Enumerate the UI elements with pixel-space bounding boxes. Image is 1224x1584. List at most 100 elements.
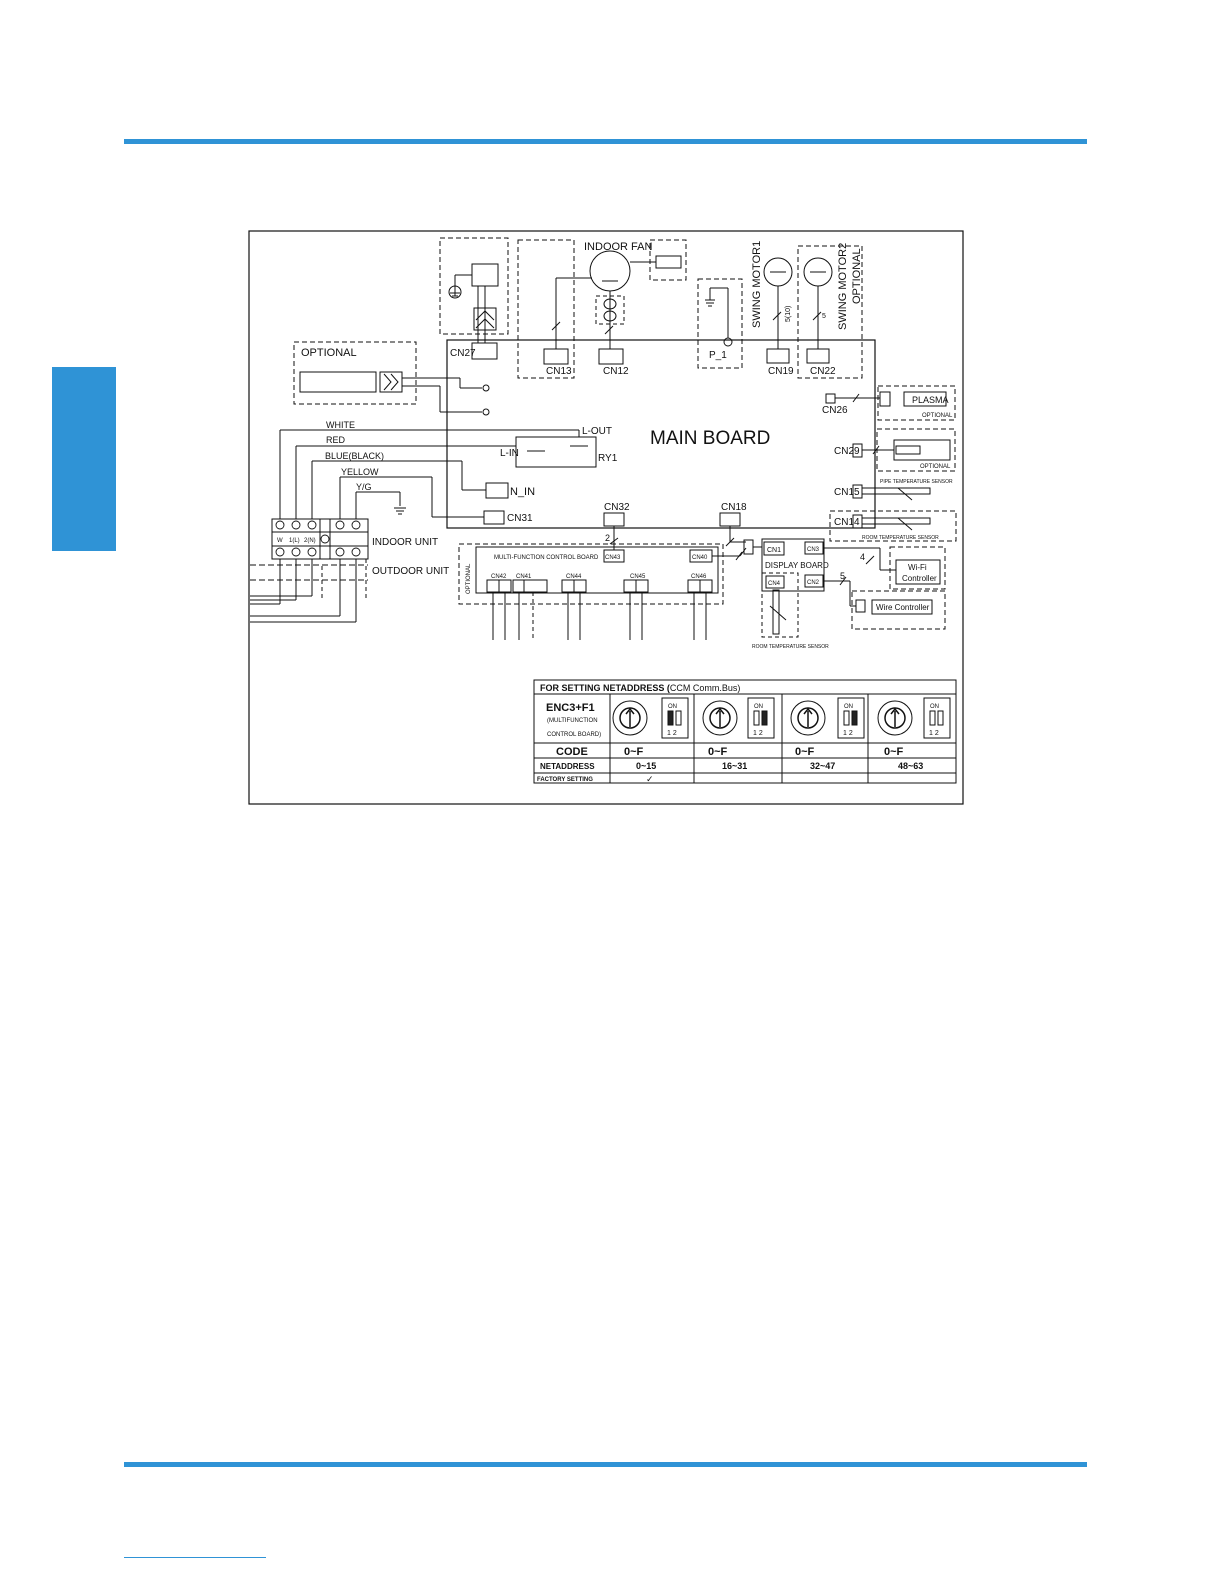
svg-text:INDOOR UNIT: INDOOR UNIT xyxy=(372,537,438,548)
svg-text:ROOM TEMPERATURE SENSOR: ROOM TEMPERATURE SENSOR xyxy=(862,535,939,541)
svg-text:L-IN: L-IN xyxy=(500,448,519,459)
svg-text:OUTDOOR UNIT: OUTDOOR UNIT xyxy=(372,566,449,577)
svg-text:Wire Controller: Wire Controller xyxy=(876,603,930,612)
svg-text:SWING MOTOR2: SWING MOTOR2 xyxy=(837,243,849,330)
svg-text:CN26: CN26 xyxy=(822,405,848,416)
svg-text:✓: ✓ xyxy=(646,774,654,784)
svg-text:0~F: 0~F xyxy=(795,746,815,758)
svg-text:CN43: CN43 xyxy=(605,555,621,561)
svg-text:5: 5 xyxy=(822,313,826,320)
display-board xyxy=(761,538,825,592)
svg-text:2(N): 2(N) xyxy=(304,538,316,544)
dial-3 xyxy=(790,700,826,736)
svg-text:Controller: Controller xyxy=(902,574,937,583)
svg-text:BLUE(BLACK): BLUE(BLACK) xyxy=(325,451,384,461)
svg-text:0~15: 0~15 xyxy=(636,761,656,771)
svg-text:5(10): 5(10) xyxy=(785,306,792,322)
svg-text:SWING MOTOR1: SWING MOTOR1 xyxy=(751,241,763,328)
svg-text:CN32: CN32 xyxy=(604,502,630,513)
svg-text:CN31: CN31 xyxy=(507,513,533,524)
svg-text:MULTI-FUNCTION CONTROL BOARD: MULTI-FUNCTION CONTROL BOARD xyxy=(494,555,599,561)
svg-text:16~31: 16~31 xyxy=(722,761,747,771)
svg-text:WHITE: WHITE xyxy=(326,420,355,430)
svg-text:CN42: CN42 xyxy=(491,574,507,580)
svg-text:CN4: CN4 xyxy=(768,581,781,587)
svg-text:32~47: 32~47 xyxy=(810,761,835,771)
svg-text:FOR SETTING NETADDRESS (CCM Co: FOR SETTING NETADDRESS (CCM Comm.Bus) xyxy=(540,683,740,693)
svg-text:CN29: CN29 xyxy=(834,446,860,457)
svg-text:CN41: CN41 xyxy=(516,574,532,580)
svg-text:OPTIONAL: OPTIONAL xyxy=(851,248,863,304)
svg-text:CN2: CN2 xyxy=(807,580,820,586)
diagram-frame xyxy=(248,230,964,805)
svg-text:CN1: CN1 xyxy=(767,547,781,554)
netaddress-table xyxy=(533,679,957,784)
svg-text:CN13: CN13 xyxy=(546,366,572,377)
svg-text:CN14: CN14 xyxy=(834,517,860,528)
top-rule xyxy=(124,139,1087,144)
svg-text:YELLOW: YELLOW xyxy=(341,467,379,477)
indoor-fan-icon xyxy=(589,250,631,292)
svg-text:CN12: CN12 xyxy=(603,366,629,377)
svg-text:OPTIONAL: OPTIONAL xyxy=(922,413,953,419)
svg-text:CN46: CN46 xyxy=(691,574,707,580)
svg-text:CN45: CN45 xyxy=(630,574,646,580)
svg-text:ENC3+F1: ENC3+F1 xyxy=(546,702,595,714)
svg-text:L-OUT: L-OUT xyxy=(582,426,612,437)
section-tab[interactable] xyxy=(52,367,116,551)
svg-text:0~F: 0~F xyxy=(884,746,904,758)
svg-text:W: W xyxy=(277,538,283,544)
svg-text:1 2: 1 2 xyxy=(929,730,939,737)
svg-text:OPTIONAL: OPTIONAL xyxy=(920,464,951,470)
svg-text:DISPLAY BOARD: DISPLAY BOARD xyxy=(765,561,829,570)
svg-text:INDOOR FAN: INDOOR FAN xyxy=(584,241,653,253)
svg-text:Wi-Fi: Wi-Fi xyxy=(908,563,927,572)
svg-text:ROOM TEMPERATURE SENSOR: ROOM TEMPERATURE SENSOR xyxy=(752,644,829,650)
multi-function-control-board xyxy=(475,546,719,594)
svg-text:N_IN: N_IN xyxy=(510,486,535,498)
svg-text:1(L): 1(L) xyxy=(289,538,300,544)
svg-text:CN18: CN18 xyxy=(721,502,747,513)
svg-text:CODE: CODE xyxy=(556,746,588,758)
cn27-group xyxy=(439,237,509,335)
svg-text:0~F: 0~F xyxy=(708,746,728,758)
svg-text:OPTIONAL: OPTIONAL xyxy=(466,563,472,594)
bottom-rule xyxy=(124,1462,1087,1467)
svg-text:PIPE TEMPERATURE SENSOR: PIPE TEMPERATURE SENSOR xyxy=(880,479,953,485)
svg-text:PLASMA: PLASMA xyxy=(912,395,949,405)
svg-text:ON: ON xyxy=(930,704,939,710)
svg-text:P_1: P_1 xyxy=(709,350,727,361)
svg-text:2: 2 xyxy=(605,533,610,543)
ground-icon xyxy=(448,285,462,299)
svg-text:CN15: CN15 xyxy=(834,487,860,498)
svg-text:CN22: CN22 xyxy=(810,366,836,377)
svg-text:(MULTIFUNCTION: (MULTIFUNCTION xyxy=(547,718,598,724)
svg-text:5: 5 xyxy=(840,571,845,581)
svg-text:ON: ON xyxy=(844,704,853,710)
svg-text:1 2: 1 2 xyxy=(667,730,677,737)
svg-text:RY1: RY1 xyxy=(598,453,618,464)
svg-text:FACTORY SETTING: FACTORY SETTING xyxy=(537,777,593,783)
svg-text:48~63: 48~63 xyxy=(898,761,923,771)
svg-text:CN19: CN19 xyxy=(768,366,794,377)
svg-text:CN40: CN40 xyxy=(692,555,708,561)
dial-2 xyxy=(702,700,738,736)
svg-text:CONTROL BOARD): CONTROL BOARD) xyxy=(547,732,601,738)
svg-text:OPTIONAL: OPTIONAL xyxy=(301,347,357,359)
svg-text:NETADDRESS: NETADDRESS xyxy=(540,762,595,771)
svg-text:ON: ON xyxy=(668,704,677,710)
dial-4 xyxy=(877,700,913,736)
footer-line xyxy=(124,1557,266,1558)
main-board-label: MAIN BOARD xyxy=(650,428,770,449)
dial-1 xyxy=(612,700,648,736)
svg-text:RED: RED xyxy=(326,435,346,445)
svg-text:1 2: 1 2 xyxy=(843,730,853,737)
svg-text:CN44: CN44 xyxy=(566,574,582,580)
svg-text:4: 4 xyxy=(860,552,865,562)
main-board xyxy=(446,339,876,529)
svg-text:CN27: CN27 xyxy=(450,348,476,359)
svg-text:Y/G: Y/G xyxy=(356,482,372,492)
svg-text:CN3: CN3 xyxy=(807,547,820,553)
svg-text:ON: ON xyxy=(754,704,763,710)
